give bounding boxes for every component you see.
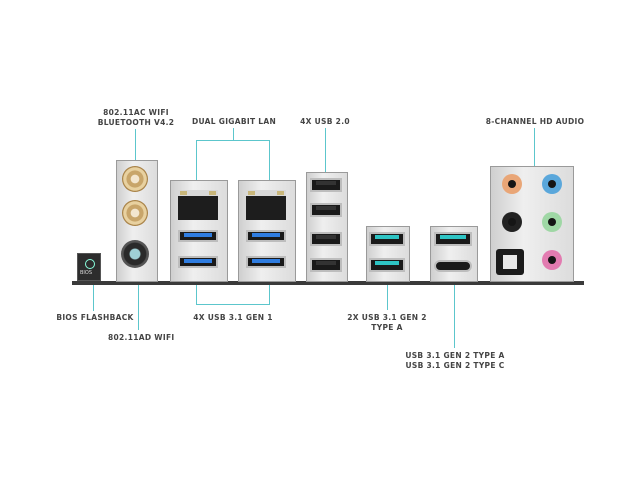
refresh-icon (85, 259, 95, 269)
callout-line-wifi-ac (135, 129, 136, 179)
usb20-port-3[interactable] (310, 232, 342, 246)
wifi-ac-antenna-connector-1[interactable] (122, 166, 148, 192)
usb31-gen2-typec-port[interactable] (434, 260, 472, 272)
bios-flashback-button[interactable]: BIOS (77, 253, 101, 281)
usb31-gen1-port-3[interactable] (246, 230, 286, 242)
usb31-gen1-port-4[interactable] (246, 256, 286, 268)
callout-line-lan-bar (196, 140, 270, 141)
label-wifi-ad: 802.11AD WIFI (108, 333, 175, 342)
wifi-ad-antenna-connector[interactable] (121, 240, 149, 268)
lan-port-1[interactable] (178, 190, 218, 220)
callout-line-lan-stem (233, 128, 234, 140)
label-line: TYPE A (371, 323, 403, 332)
label-usb20: 4X USB 2.0 (300, 117, 350, 126)
usb31-gen2-typea-port-3[interactable] (434, 232, 472, 246)
callout-line-lan-right (269, 140, 270, 202)
usb20-port-4[interactable] (310, 258, 342, 272)
usb31-gen1-port-2[interactable] (178, 256, 218, 268)
usb20-port-1[interactable] (310, 178, 342, 192)
callout-line-lan-left (196, 140, 197, 202)
usb31-gen2-typea-port-2[interactable] (369, 258, 405, 272)
label-line: 802.11AC WIFI (103, 108, 169, 117)
label-usb31-gen1: 4X USB 3.1 GEN 1 (193, 313, 273, 322)
label-line: USB 3.1 GEN 2 TYPE C (405, 361, 505, 370)
callout-line-audio (534, 128, 535, 188)
bios-button-text: BIOS (80, 270, 93, 276)
label-usb31-gen2-ac: USB 3.1 GEN 2 TYPE A USB 3.1 GEN 2 TYPE … (400, 351, 510, 371)
label-hd-audio: 8-CHANNEL HD AUDIO (485, 117, 585, 126)
callout-line-bios (93, 268, 94, 311)
callout-line-usb31g2ac (454, 268, 455, 348)
io-panel-baseline (72, 281, 584, 285)
audio-jack-black[interactable] (502, 212, 522, 232)
callout-line-usb31g2a (387, 264, 388, 310)
callout-line-usb31g1-bar (196, 304, 270, 305)
wifi-ac-antenna-connector-2[interactable] (122, 200, 148, 226)
callout-line-wifi-ad (138, 262, 139, 330)
audio-jack-blue[interactable] (542, 174, 562, 194)
callout-line-usb31g1-left (196, 268, 197, 305)
audio-jack-pink[interactable] (542, 250, 562, 270)
label-dual-lan: DUAL GIGABIT LAN (191, 117, 277, 126)
callout-line-usb31g1-right (269, 268, 270, 305)
label-line: BLUETOOTH V4.2 (97, 118, 175, 127)
optical-spdif-port[interactable] (496, 249, 524, 275)
label-bios-flashback: BIOS FLASHBACK (56, 313, 134, 322)
usb31-gen2-typea-port-1[interactable] (369, 232, 405, 246)
callout-line-usb20 (325, 128, 326, 212)
label-wifi-ac-bluetooth: 802.11AC WIFI BLUETOOTH V4.2 (96, 108, 176, 128)
usb31-gen1-port-1[interactable] (178, 230, 218, 242)
audio-jack-orange[interactable] (502, 174, 522, 194)
label-line: 2X USB 3.1 GEN 2 (347, 313, 427, 322)
label-line: USB 3.1 GEN 2 TYPE A (405, 351, 505, 360)
label-usb31-gen2-typea: 2X USB 3.1 GEN 2 TYPE A (342, 313, 432, 333)
lan-port-2[interactable] (246, 190, 286, 220)
audio-jack-green[interactable] (542, 212, 562, 232)
usb20-port-2[interactable] (310, 203, 342, 217)
